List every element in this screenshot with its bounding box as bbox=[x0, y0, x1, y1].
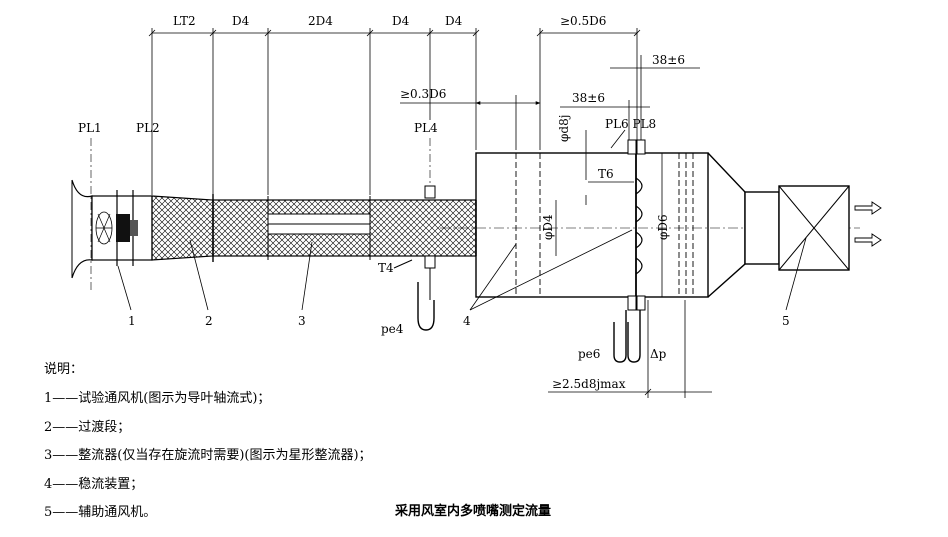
callout-1: 1 bbox=[128, 314, 136, 328]
dim-lt2: LT2 bbox=[173, 14, 196, 28]
dim-ge-2-5d8jmax: ≥2.5d8jmax bbox=[552, 377, 626, 391]
callout-4: 4 bbox=[463, 314, 471, 328]
legend-item-5: 5——辅助通风机。 bbox=[44, 505, 157, 520]
plane-pl6-pl8: PL6 PL8 bbox=[605, 117, 656, 131]
dim-d4-a: D4 bbox=[232, 14, 250, 28]
pl4-probe bbox=[393, 185, 436, 331]
label-phi-d4: φD4 bbox=[541, 214, 555, 240]
plane-pl4: PL4 bbox=[414, 121, 438, 135]
label-phi-d6: φD6 bbox=[656, 214, 670, 240]
legend-item-4: 4——稳流装置； bbox=[44, 477, 144, 492]
label-pe6: pe6 bbox=[578, 347, 600, 361]
callout-5: 5 bbox=[782, 314, 790, 328]
dim-d4-b: D4 bbox=[392, 14, 410, 28]
chamber bbox=[440, 129, 882, 398]
legend-item-1: 1——试验通风机(图示为导叶轴流式)； bbox=[44, 391, 271, 406]
callout-2: 2 bbox=[205, 314, 213, 328]
label-delta-p: Δp bbox=[650, 347, 667, 361]
dim-d4-c: D4 bbox=[445, 14, 463, 28]
legend-item-3: 3——整流器(仅当存在旋流时需要)(图示为星形整流器)； bbox=[44, 448, 372, 463]
label-t6: T6 bbox=[598, 167, 614, 181]
figure-caption: 采用风室内多喷嘴测定流量 bbox=[395, 504, 552, 519]
dim-tol-upper: 38±6 bbox=[652, 53, 685, 67]
legend-item-2: 2——过渡段； bbox=[44, 420, 131, 435]
dim-2d4: 2D4 bbox=[308, 14, 333, 28]
dim-tol-lower: 38±6 bbox=[572, 91, 605, 105]
dim-ge-0-5d6: ≥0.5D6 bbox=[560, 14, 606, 28]
plane-pl1: PL1 bbox=[78, 121, 102, 135]
label-t4: T4 bbox=[378, 261, 394, 275]
label-pe4: pe4 bbox=[381, 322, 404, 336]
label-phi-d8j: φd8j bbox=[557, 115, 571, 142]
callout-leaders bbox=[117, 229, 807, 311]
callout-3: 3 bbox=[298, 314, 306, 328]
legend-title: 说明： bbox=[44, 362, 84, 377]
test-fan bbox=[71, 179, 153, 279]
plane-pl2: PL2 bbox=[136, 121, 160, 135]
dim-ge-0-3d6: ≥0.3D6 bbox=[400, 87, 446, 101]
hatched-duct bbox=[151, 194, 477, 262]
